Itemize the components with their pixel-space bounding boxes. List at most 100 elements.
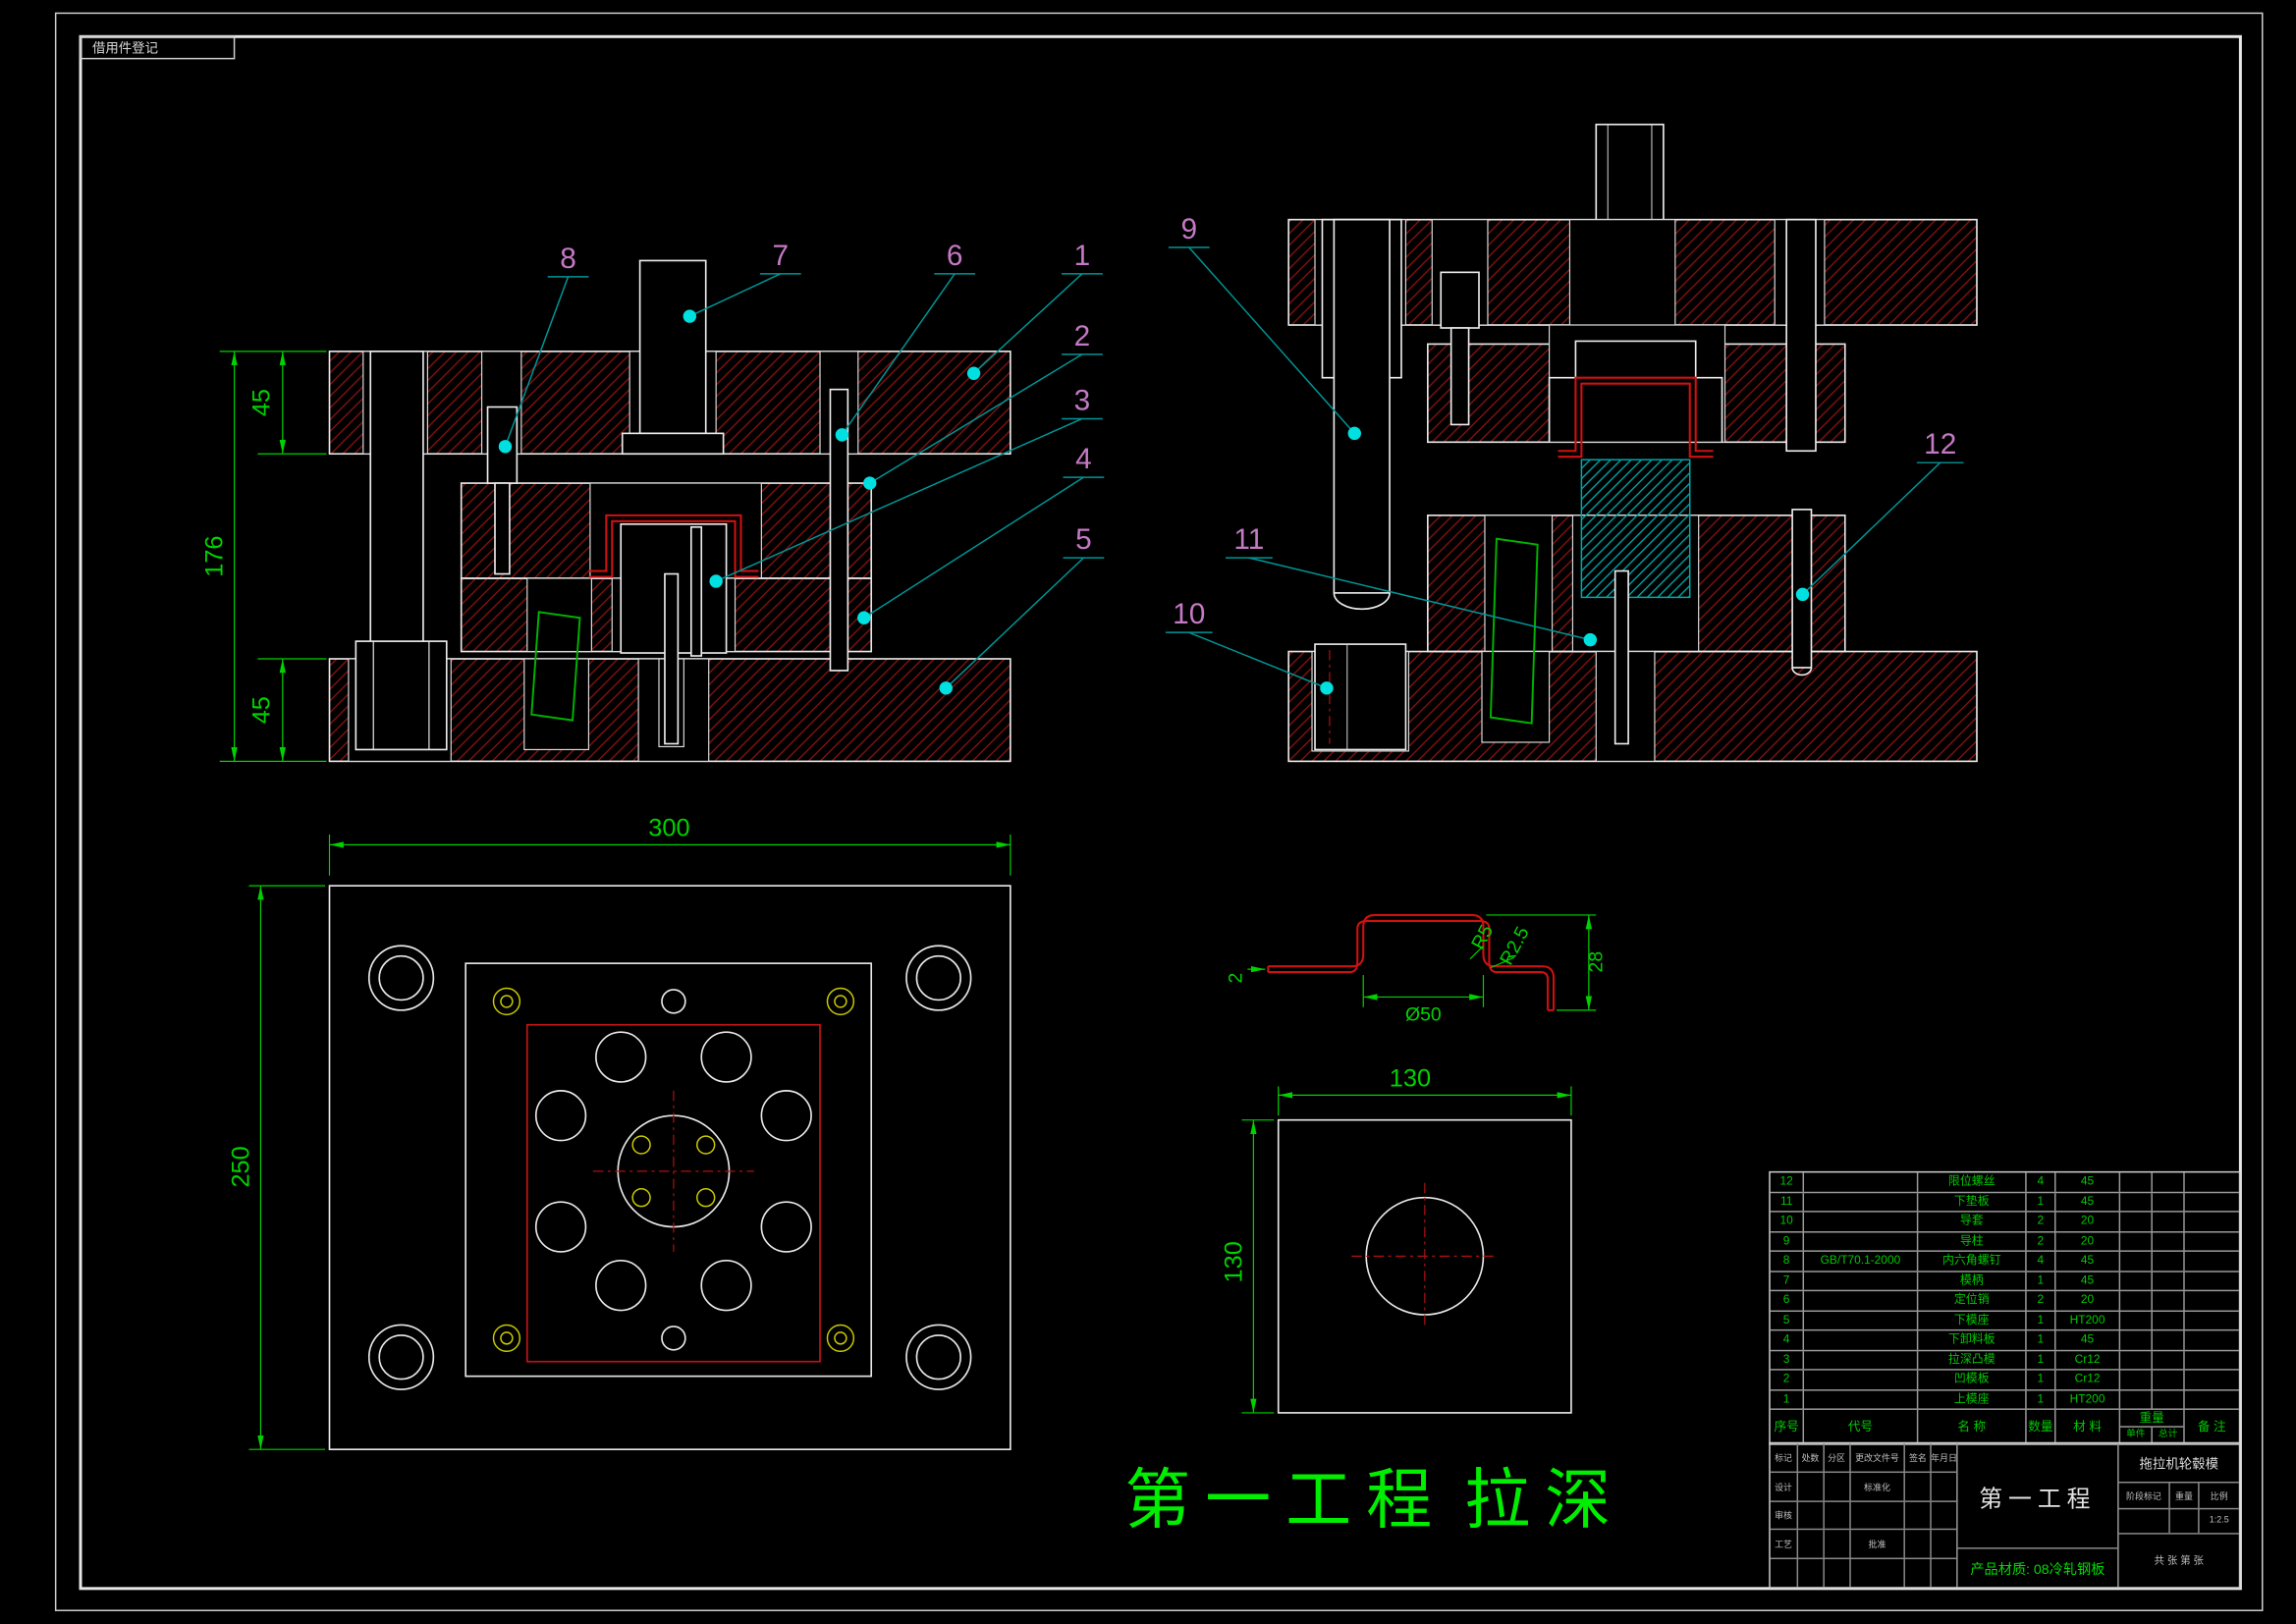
- parts-cell-qty: 1: [2025, 1350, 2054, 1370]
- titleblock-right: 拖拉机轮毂模 阶段标记 重量 比例 1:2.5 共 张 第 张: [2118, 1443, 2239, 1587]
- callout-9: 9: [1168, 213, 1361, 441]
- header-qty: 数量: [2025, 1409, 2054, 1444]
- dim-thickness-2: 2: [1225, 973, 1246, 984]
- callout-10: 10: [1165, 598, 1334, 695]
- header-material: 材 料: [2054, 1409, 2119, 1444]
- stage-value: [2118, 1507, 2169, 1533]
- titleblock-sig-cell: [1903, 1501, 1931, 1530]
- parts-cell-no: 12: [1779, 1174, 1793, 1188]
- profile-detail-dimensions: 2 Ø50 R5 R2.5 28: [1225, 914, 1607, 1025]
- parts-cell-no: 3: [1782, 1352, 1790, 1366]
- svg-text:8: 8: [560, 243, 576, 275]
- titleblock-sig-cell: [1823, 1559, 1849, 1588]
- dim-overall-176: 176: [201, 535, 229, 576]
- titleblock-signature-grid: 标记处数分区更改文件号签名年月日设计标准化审核工艺批准: [1770, 1443, 1958, 1588]
- profile-detail-view: 2 Ø50 R5 R2.5 28: [1225, 913, 1607, 1025]
- parts-cell-code: [1802, 1231, 1917, 1251]
- parts-cell-unit: [2118, 1291, 2152, 1310]
- parts-cell-unit: [2118, 1251, 2152, 1271]
- parts-cell-remark: [2183, 1330, 2239, 1350]
- svg-text:5: 5: [1075, 523, 1092, 556]
- dim-radius-r25: R2.5: [1496, 923, 1534, 968]
- parts-cell-code: [1802, 1370, 1917, 1389]
- titleblock-sig-cell: [1903, 1472, 1931, 1500]
- parts-cell-total: [2151, 1172, 2183, 1192]
- header-weight-total: 总计: [2151, 1427, 2183, 1444]
- titleblock-sig-cell: [1823, 1472, 1849, 1500]
- parts-cell-code: [1802, 1192, 1917, 1212]
- dim-250: 250: [227, 1146, 254, 1187]
- parts-cell-name: 下模座: [1916, 1311, 2025, 1329]
- parts-cell-unit: [2118, 1350, 2152, 1370]
- header-weight-unit: 单件: [2126, 1429, 2146, 1440]
- svg-text:2: 2: [1074, 320, 1091, 352]
- parts-cell-total: [2151, 1212, 2183, 1231]
- titleblock-sig-row: 标记处数分区更改文件号签名年月日: [1771, 1443, 1956, 1472]
- titleblock-sig-cell: [1796, 1530, 1823, 1558]
- parts-cell-name: 下卸料板: [1916, 1330, 2025, 1350]
- callout-3: 3: [709, 385, 1103, 588]
- titleblock-sig-cell: [1823, 1530, 1849, 1558]
- parts-cell-material: 45: [2054, 1192, 2119, 1212]
- parts-cell-code: [1802, 1311, 1917, 1329]
- process-title: 第一工程 拉深: [1124, 1464, 1611, 1538]
- parts-cell-unit: [2118, 1370, 2152, 1389]
- parts-cell-qty: 4: [2025, 1172, 2054, 1192]
- callout-7: 7: [683, 240, 801, 323]
- parts-cell-name: 模柄: [1916, 1272, 2025, 1290]
- dim-diameter-50: Ø50: [1405, 1003, 1442, 1025]
- callout-6: 6: [835, 240, 976, 442]
- parts-cell-code: [1802, 1212, 1917, 1231]
- parts-cell-remark: [2183, 1291, 2239, 1310]
- parts-cell-unit: [2118, 1389, 2152, 1409]
- parts-cell-qty: 2: [2025, 1212, 2054, 1231]
- parts-cell-remark: [2183, 1370, 2239, 1389]
- header-weight: 重量 单件 总计: [2118, 1409, 2184, 1444]
- titleblock-sig-cell: 分区: [1823, 1443, 1849, 1472]
- parts-cell-qty: 1: [2025, 1192, 2054, 1212]
- parts-cell-unit: [2118, 1311, 2152, 1329]
- parts-cell-no: 4: [1782, 1332, 1790, 1346]
- svg-text:9: 9: [1180, 213, 1197, 245]
- dim-blank-height: 130: [1220, 1241, 1247, 1282]
- right-section-view: [1287, 123, 1978, 763]
- parts-cell-code: GB/T70.1-2000: [1802, 1251, 1917, 1271]
- parts-cell-material: 45: [2054, 1251, 2119, 1271]
- parts-cell-remark: [2183, 1272, 2239, 1290]
- titleblock-sig-cell: 处数: [1796, 1443, 1823, 1472]
- parts-cell-no: 5: [1782, 1313, 1790, 1326]
- parts-cell-unit: [2118, 1192, 2152, 1212]
- titleblock-sig-cell: 设计: [1775, 1484, 1793, 1493]
- dim-radius-r5: R5: [1467, 921, 1498, 952]
- parts-cell-code: [1802, 1272, 1917, 1290]
- corner-stamp: 借用件登记: [92, 41, 158, 56]
- drawing-title: 第一工程: [1979, 1487, 2097, 1512]
- sheet-frame: 借用件登记: [54, 12, 2264, 1611]
- sheet-count-note: 共 张 第 张: [2154, 1556, 2204, 1567]
- callout-2: 2: [863, 320, 1103, 490]
- scale-label: 比例: [2198, 1483, 2239, 1508]
- svg-text:4: 4: [1075, 443, 1092, 475]
- parts-list-header: 序号 代号 名 称 数量 材 料 重量 单件 总计 备 注: [1771, 1409, 2239, 1444]
- part-callouts: 8 7 6 1 2 3 4: [498, 213, 1964, 695]
- svg-text:7: 7: [772, 240, 789, 272]
- titleblock-sig-cell: [1930, 1530, 1956, 1558]
- parts-cell-material: 20: [2054, 1231, 2119, 1251]
- parts-cell-code: [1802, 1330, 1917, 1350]
- scale-value: 1:2.5: [2198, 1507, 2239, 1534]
- parts-cell-total: [2151, 1311, 2183, 1329]
- plan-view-dimensions: 300 250: [227, 814, 1011, 1450]
- parts-cell-material: 45: [2054, 1272, 2119, 1290]
- parts-cell-material: HT200: [2054, 1389, 2119, 1409]
- callout-5: 5: [939, 523, 1105, 695]
